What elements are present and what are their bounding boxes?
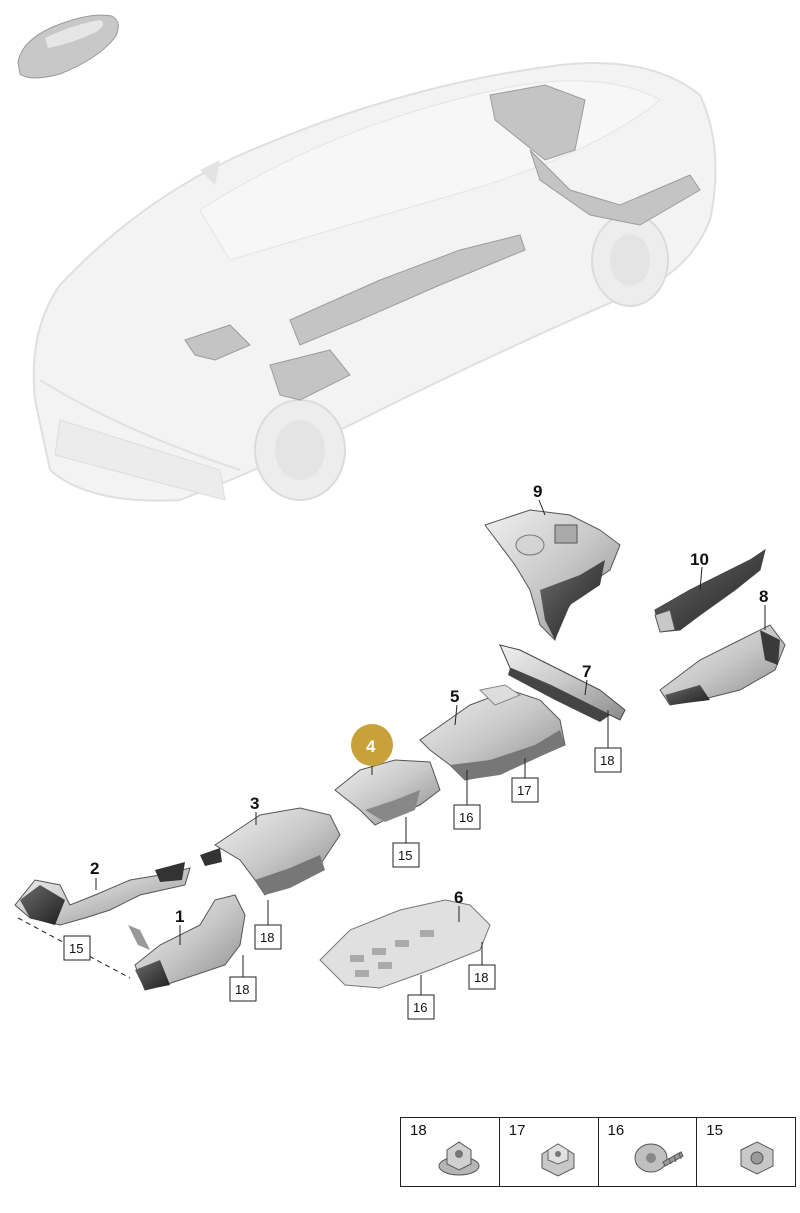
legend-cell-16: 16: [599, 1118, 698, 1186]
nut-icon: [740, 1141, 774, 1175]
car-silhouette: [32, 62, 717, 502]
svg-text:15: 15: [69, 941, 83, 956]
part-10-heat-shield: [654, 548, 766, 633]
part-2-heat-shield: [14, 862, 191, 926]
callout-7: 7: [582, 662, 591, 681]
installed-heat-shields: [184, 84, 701, 401]
callout-3: 3: [250, 794, 259, 813]
ref-box-17: 17: [511, 777, 539, 803]
callout-6: 6: [454, 888, 463, 907]
callout-9: 9: [533, 482, 542, 501]
part-5-heat-shield: [419, 684, 566, 781]
svg-text:15: 15: [398, 848, 412, 863]
screw-icon: [634, 1143, 684, 1173]
ref-box-18d: 18: [468, 964, 496, 990]
svg-text:18: 18: [235, 982, 249, 997]
svg-text:16: 16: [413, 1000, 427, 1015]
legend-label: 17: [508, 1122, 526, 1139]
svg-text:17: 17: [517, 783, 531, 798]
fastener-legend: 18 17 16 15: [400, 1117, 796, 1187]
ref-box-18a: 18: [594, 747, 622, 773]
part-7-heat-shield: [499, 644, 626, 722]
svg-text:18: 18: [260, 930, 274, 945]
part-9-heat-shield: [484, 509, 621, 641]
part-4-heat-shield: [334, 759, 441, 826]
ref-box-15a: 15: [392, 842, 420, 868]
ref-box-18b: 18: [254, 924, 282, 950]
callout-10: 10: [690, 550, 709, 569]
flange-nut-icon: [438, 1141, 480, 1176]
ref-box-18c: 18: [229, 976, 257, 1002]
part-1-heat-shield: [128, 894, 246, 991]
ref-box-16b: 16: [407, 994, 435, 1020]
svg-text:16: 16: [459, 810, 473, 825]
callout-8: 8: [759, 587, 768, 606]
legend-label: 15: [706, 1122, 723, 1139]
hex-nut-icon: [541, 1143, 575, 1177]
callout-numbers: 9 10 8 7 5 4 3 2 1 6: [90, 482, 768, 926]
legend-label: 18: [410, 1122, 427, 1139]
callout-4-highlight[interactable]: [351, 724, 393, 766]
callout-1: 1: [175, 907, 184, 926]
part-8-heat-shield: [659, 624, 786, 706]
svg-text:18: 18: [600, 753, 614, 768]
car-thumbnail-icon: [17, 14, 119, 79]
ref-box-16a: 16: [453, 804, 481, 830]
part-3-heat-shield: [200, 807, 341, 896]
callout-2: 2: [90, 859, 99, 878]
ref-box-15b: 15: [63, 935, 91, 961]
part-6-skid-plate: [319, 899, 491, 989]
callout-4: 4: [366, 737, 376, 756]
legend-label: 16: [607, 1122, 625, 1139]
legend-cell-18: 18: [401, 1118, 500, 1186]
legend-cell-15: 15: [697, 1118, 795, 1186]
legend-cell-17: 17: [500, 1118, 599, 1186]
callout-5: 5: [450, 687, 459, 706]
svg-text:18: 18: [474, 970, 488, 985]
